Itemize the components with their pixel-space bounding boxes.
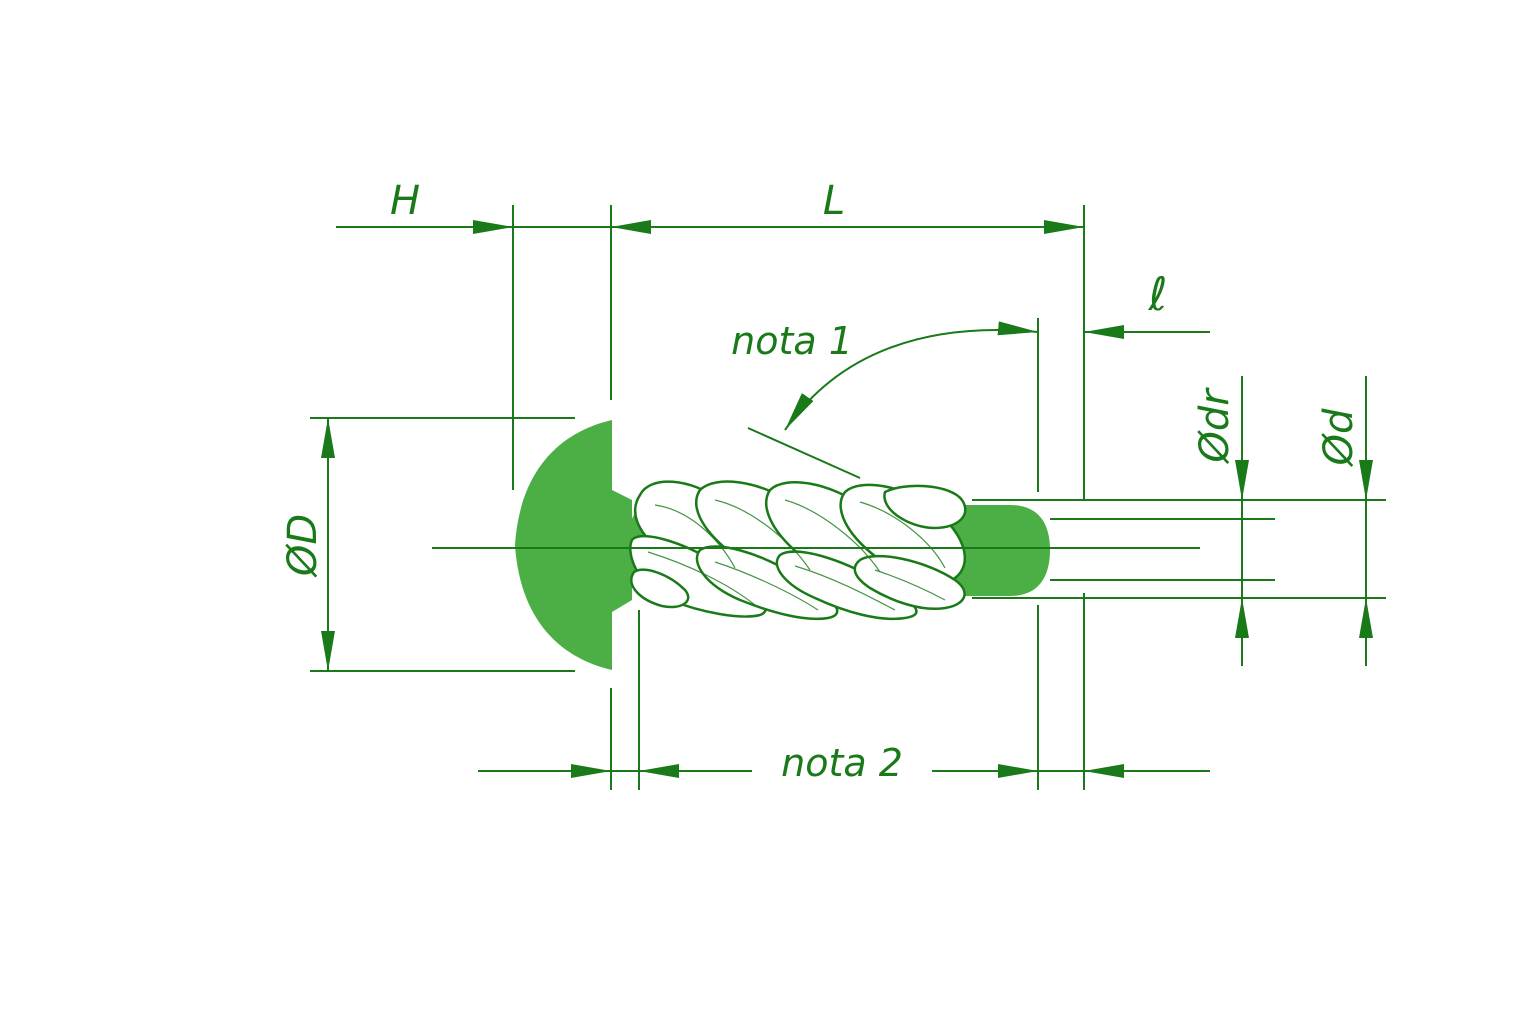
label-h: H [390,178,420,224]
label-note1: nota 1 [731,319,853,363]
rivet-head [515,420,632,670]
note1-leader-curve [784,321,1039,431]
label-ell: ℓ [1147,267,1167,321]
twisted-shank [628,480,968,621]
label-diameter-shank: Ød [1316,408,1362,467]
label-l: L [823,178,845,224]
strand-10 [630,568,690,609]
note1-reference-line [747,427,861,479]
label-diameter-root: Ødr [1192,387,1238,465]
label-note2: nota 2 [781,741,903,785]
label-diameter-head: ØD [280,514,326,578]
strand-5 [883,484,967,530]
